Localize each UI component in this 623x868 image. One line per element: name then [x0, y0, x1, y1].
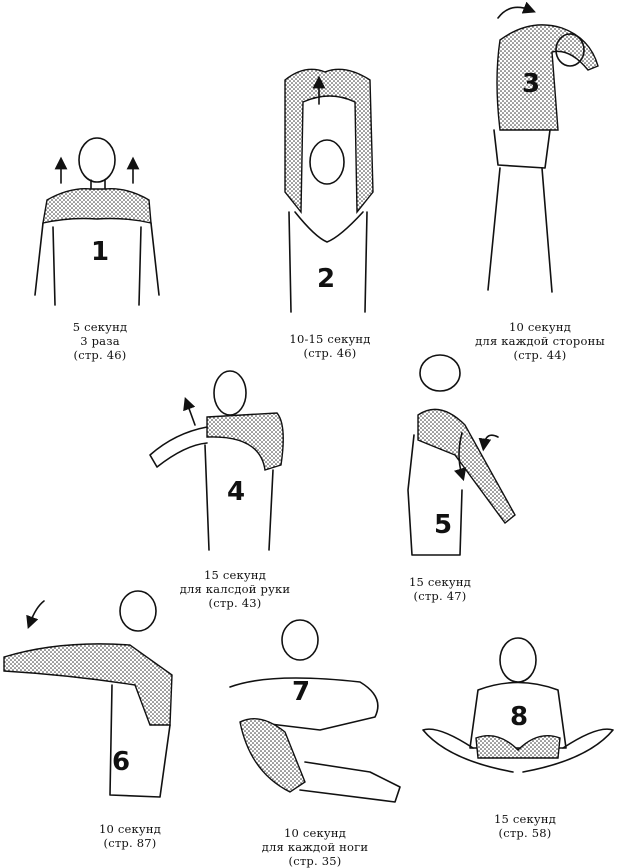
exercise-2-figure: 2 — [275, 62, 385, 322]
caption-line: (стр. 47) — [413, 589, 467, 603]
exercise-3-number: 3 — [522, 69, 540, 99]
caption-line: для каждой стороны — [475, 334, 605, 348]
exercise-7-number: 7 — [292, 677, 310, 707]
exercise-5-number: 5 — [434, 510, 452, 540]
exercise-5-caption: 15 секунд (стр. 47) — [380, 575, 500, 603]
exercise-1-caption: 5 секунд 3 раза (стр. 46) — [40, 320, 160, 362]
exercise-2-illustration: 2 — [284, 68, 374, 313]
exercise-1-figure: 1 — [25, 125, 165, 306]
exercise-7-illustration: 7 — [229, 619, 401, 803]
caption-line: (стр. 58) — [498, 826, 552, 840]
caption-line: 3 раза — [80, 334, 120, 348]
exercise-6-illustration: 6 — [3, 590, 173, 798]
caption-line: 5 секунд — [72, 320, 128, 334]
caption-line: 10 секунд — [98, 822, 162, 836]
exercise-4-figure: 4 — [145, 365, 290, 560]
curved-arrow-icon — [478, 434, 499, 452]
curved-arrow-icon — [454, 432, 467, 482]
exercise-3-caption: 10 секунд для каждой стороны (стр. 44) — [460, 320, 620, 362]
caption-line: 10 секунд — [508, 320, 572, 334]
caption-line: (стр. 87) — [103, 836, 157, 850]
exercise-5-illustration: 5 — [407, 354, 516, 556]
caption-line: (стр. 46) — [73, 348, 127, 362]
arrow-up-icon — [183, 396, 196, 426]
exercise-8-figure: 8 — [418, 630, 618, 785]
curved-arrow-icon — [497, 1, 536, 19]
caption-line: (стр. 35) — [288, 854, 342, 868]
curved-arrow-icon — [26, 600, 45, 629]
exercise-7-figure: 7 — [210, 612, 415, 817]
exercise-3-illustration: 3 — [487, 1, 599, 293]
exercise-8-caption: 15 секунд (стр. 58) — [470, 812, 580, 840]
caption-line: для каждой ноги — [261, 840, 369, 854]
exercise-6-caption: 10 секунд (стр. 87) — [70, 822, 190, 850]
caption-line: (стр. 44) — [513, 348, 567, 362]
exercise-5-figure: 5 — [390, 345, 530, 565]
exercise-6-figure: 6 — [0, 585, 180, 810]
caption-line: (стр. 43) — [208, 596, 262, 610]
exercise-6-number: 6 — [112, 747, 130, 777]
exercise-2-number: 2 — [317, 264, 335, 294]
caption-line: 15 секунд — [408, 575, 472, 589]
exercise-2-caption: 10-15 секунд (стр. 46) — [265, 332, 395, 360]
exercise-1-number: 1 — [91, 237, 109, 267]
caption-line: 15 секунд — [203, 568, 267, 582]
caption-line: 10 секунд — [283, 826, 347, 840]
caption-line: 15 секунд — [493, 812, 557, 826]
caption-line: для калсдой руки — [179, 582, 291, 596]
exercise-4-number: 4 — [227, 477, 245, 507]
exercise-8-number: 8 — [510, 702, 528, 732]
exercise-8-illustration: 8 — [422, 637, 614, 773]
caption-line: (стр. 46) — [303, 346, 357, 360]
exercise-1-illustration: 1 — [34, 137, 160, 306]
exercise-4-caption: 15 секунд для калсдой руки (стр. 43) — [165, 568, 305, 610]
exercise-3-figure: 3 — [470, 0, 610, 305]
exercise-4-illustration: 4 — [149, 370, 284, 551]
caption-line: 10-15 секунд — [289, 332, 371, 346]
exercise-7-caption: 10 секунд для каждой ноги (стр. 35) — [240, 826, 390, 868]
